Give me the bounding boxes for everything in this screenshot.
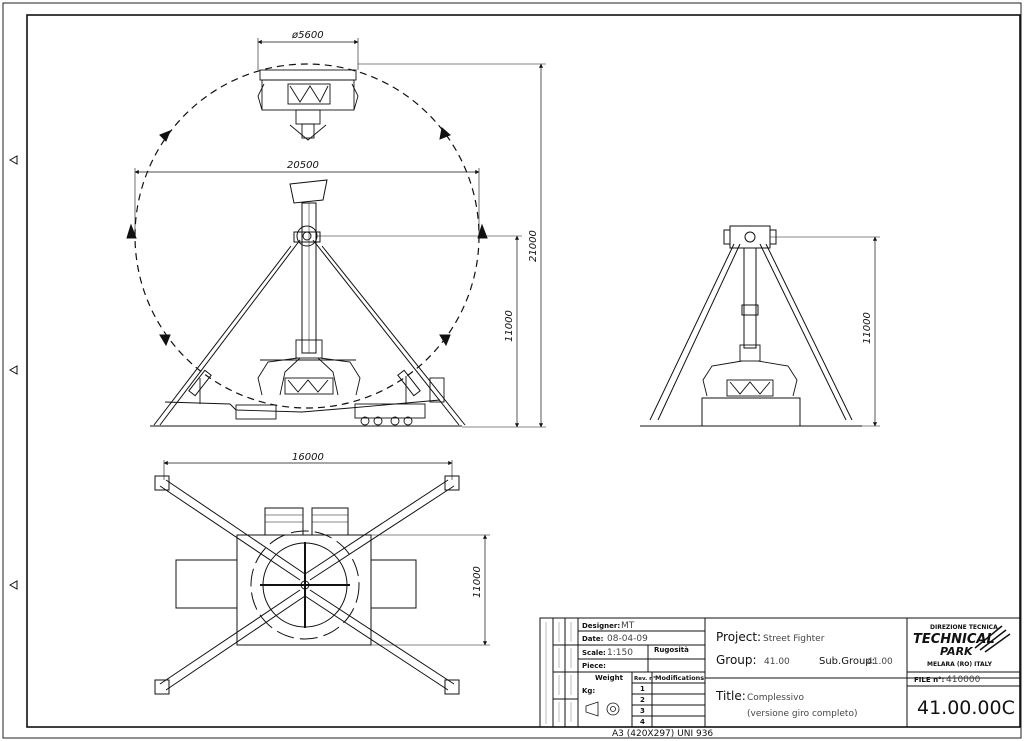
plan-leg: [304, 589, 455, 691]
group-label: Group:: [716, 653, 757, 667]
side-right-leg: [759, 243, 853, 421]
rotation-arrow: [159, 130, 171, 142]
roughness-label: Rugosità: [654, 646, 689, 654]
title-block: [539, 617, 1021, 728]
title-line-1: Complessivo: [747, 693, 805, 703]
svg-text:MELARA (RO) ITALY: MELARA (RO) ITALY: [927, 661, 993, 668]
drawing-number: 41.00.00C: [917, 697, 1015, 719]
front-height-label: 11000: [504, 310, 515, 342]
plan-cross: [260, 542, 350, 628]
designer-label: Designer:: [582, 622, 620, 630]
drawing-frame: [26, 14, 1021, 728]
rev-number-3: 3: [640, 707, 645, 715]
projection-symbol-icon: [585, 701, 599, 717]
dim-plan-width: [163, 460, 453, 480]
counterweight-head: [289, 179, 328, 204]
centering-marks: [8, 155, 18, 590]
dim-side-height: [770, 236, 880, 427]
kg-label: Kg:: [582, 687, 595, 695]
rev-label: Rev. n°: [634, 676, 656, 682]
rev-number-4: 4: [640, 718, 645, 726]
top-diameter-label: ø5600: [291, 30, 324, 41]
rotation-arrow: [159, 334, 171, 347]
title-line-2: (versione giro completo): [747, 709, 857, 719]
plan-seat-ring: [250, 530, 360, 640]
side-gondola: [702, 344, 798, 397]
rotation-arrow: [439, 127, 451, 140]
bottom-gondola: [257, 339, 361, 396]
group-value: 41.00: [764, 657, 790, 667]
pivot-hub: [296, 225, 318, 247]
dim-span-width: [134, 168, 480, 236]
designer-value: MT: [621, 621, 635, 631]
base-trailer: [150, 376, 462, 427]
total-height-label: 21000: [528, 230, 539, 262]
top-gondola: [257, 69, 359, 141]
rotation-arrow: [477, 223, 488, 239]
logo-swoosh-icon: [974, 625, 1011, 653]
project-label: Project:: [716, 630, 761, 644]
rotation-arrow: [439, 334, 451, 347]
sheet-format: A3 (420X297) UNI 936: [612, 729, 713, 739]
svg-text:PARK: PARK: [940, 645, 974, 658]
date-label: Date:: [582, 635, 604, 643]
file-value: 410000: [946, 675, 981, 685]
rotation-arrow: [126, 223, 137, 239]
dim-top-diameter: [257, 38, 359, 70]
dim-total-height: [358, 63, 546, 428]
subgroup-value: 41.00: [867, 657, 893, 667]
plan-view: [154, 460, 490, 695]
side-left-leg: [649, 243, 741, 421]
svg-text:TECHNICAL: TECHNICAL: [913, 632, 995, 647]
side-view: [640, 225, 880, 427]
plan-counterweight: [264, 507, 304, 536]
left-leg: [153, 239, 301, 426]
span-width-label: 20500: [287, 160, 319, 171]
project-value: Street Fighter: [763, 634, 825, 644]
dim-plan-height: [371, 534, 490, 646]
plan-width-label: 16000: [292, 452, 324, 463]
piece-label: Piece:: [582, 662, 606, 670]
revision-strip-lines: [545, 622, 572, 724]
rev-number-1: 1: [640, 685, 645, 693]
scale-label: Scale:: [582, 649, 606, 657]
title-label: Title:: [715, 689, 746, 703]
date-value: 08-04-09: [607, 634, 648, 644]
plan-leg: [304, 479, 455, 581]
side-height-label: 11000: [862, 312, 873, 344]
plan-leg: [159, 589, 306, 691]
side-top-head: [729, 225, 771, 249]
side-arm: [743, 247, 757, 349]
plan-height-label: 11000: [472, 566, 483, 598]
front-view: [126, 38, 546, 428]
modifications-label: Modifications: [655, 674, 704, 682]
side-base: [701, 397, 801, 427]
right-leg: [312, 239, 466, 426]
scale-value: 1:150: [607, 648, 633, 658]
subgroup-label: Sub.Group:: [819, 656, 875, 667]
plan-leg: [159, 479, 306, 581]
rev-number-2: 2: [640, 696, 645, 704]
dim-front-height: [317, 235, 522, 428]
company-logo: DIREZIONE TECNICA TECHNICAL PARK MELARA …: [913, 624, 1011, 668]
weight-label: Weight: [595, 674, 624, 682]
svg-text:DIREZIONE TECNICA: DIREZIONE TECNICA: [930, 624, 998, 631]
file-label: FILE n°:: [914, 676, 945, 684]
